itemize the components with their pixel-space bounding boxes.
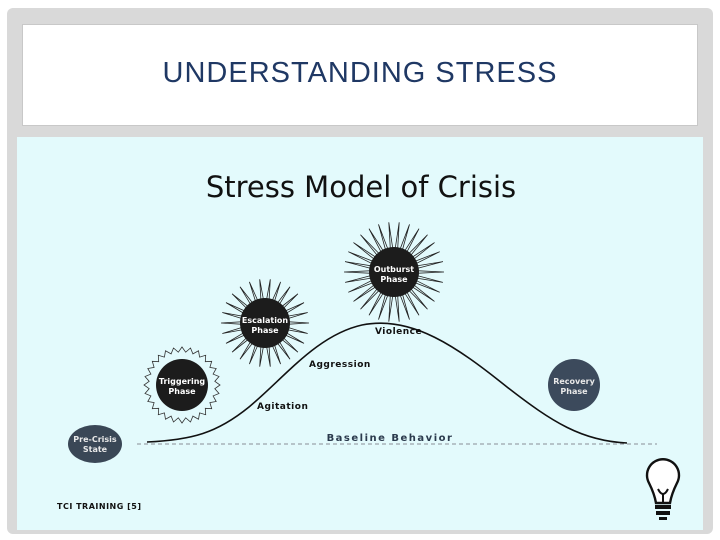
escalation-ray bbox=[286, 321, 310, 325]
agitation-label: Agitation bbox=[257, 402, 308, 412]
outburst-ray bbox=[344, 261, 374, 270]
outburst-ray bbox=[394, 222, 400, 251]
outburst-ray bbox=[343, 270, 373, 274]
diagram-title: Stress Model of Crisis bbox=[206, 170, 516, 204]
outburst-ray bbox=[410, 283, 435, 302]
outburst-ray bbox=[414, 261, 444, 270]
outburst-ray bbox=[378, 291, 390, 320]
escalation-ray bbox=[220, 321, 244, 325]
precrisis-label-1: Pre-Crisis bbox=[73, 435, 117, 444]
precrisis-label-2: State bbox=[83, 445, 108, 454]
outburst-ray bbox=[353, 242, 378, 261]
escalation-label-2: Phase bbox=[251, 326, 279, 335]
outburst-label-1: Outburst bbox=[374, 265, 414, 274]
outburst-ray bbox=[415, 270, 445, 274]
outburst-ray bbox=[388, 222, 394, 251]
recovery-phase: Recovery Phase bbox=[548, 359, 600, 411]
triggering-burst bbox=[143, 346, 221, 424]
outburst-phase: Outburst Phase bbox=[343, 222, 445, 322]
credit-text: TCI TRAINING [5] bbox=[57, 502, 141, 511]
stress-model-diagram: Stress Model of Crisis Baseline Behavior… bbox=[57, 170, 681, 520]
outburst-ray bbox=[398, 224, 410, 253]
outburst-ray bbox=[378, 224, 390, 253]
baseline-label: Baseline Behavior bbox=[327, 433, 454, 444]
crisis-curve bbox=[146, 322, 628, 444]
lightbulb-icon bbox=[645, 458, 681, 520]
precrisis-phase: Pre-Crisis State bbox=[68, 425, 122, 463]
outburst-ray bbox=[388, 293, 394, 322]
aggression-label: Aggression bbox=[309, 360, 371, 370]
outburst-ray bbox=[344, 274, 374, 283]
outburst-ray bbox=[398, 291, 410, 320]
outburst-ray bbox=[394, 293, 400, 322]
slide-title: UNDERSTANDING STRESS bbox=[162, 57, 558, 89]
escalation-phase: Escalation Phase bbox=[220, 279, 310, 367]
triggering-label-1: Triggering bbox=[159, 377, 206, 386]
escalation-label-1: Escalation bbox=[242, 316, 289, 325]
recovery-label-2: Phase bbox=[560, 387, 588, 396]
outburst-label-2: Phase bbox=[380, 275, 408, 284]
outburst-ray bbox=[353, 283, 378, 302]
outburst-ray bbox=[414, 274, 444, 283]
title-box: UNDERSTANDING STRESS bbox=[22, 24, 698, 126]
recovery-label-1: Recovery bbox=[553, 377, 595, 386]
triggering-phase: Triggering Phase bbox=[143, 346, 221, 424]
outburst-ray bbox=[410, 242, 435, 261]
violence-label: Violence bbox=[375, 327, 422, 337]
triggering-label-2: Phase bbox=[168, 387, 196, 396]
content-panel: Stress Model of Crisis Baseline Behavior… bbox=[17, 137, 703, 530]
